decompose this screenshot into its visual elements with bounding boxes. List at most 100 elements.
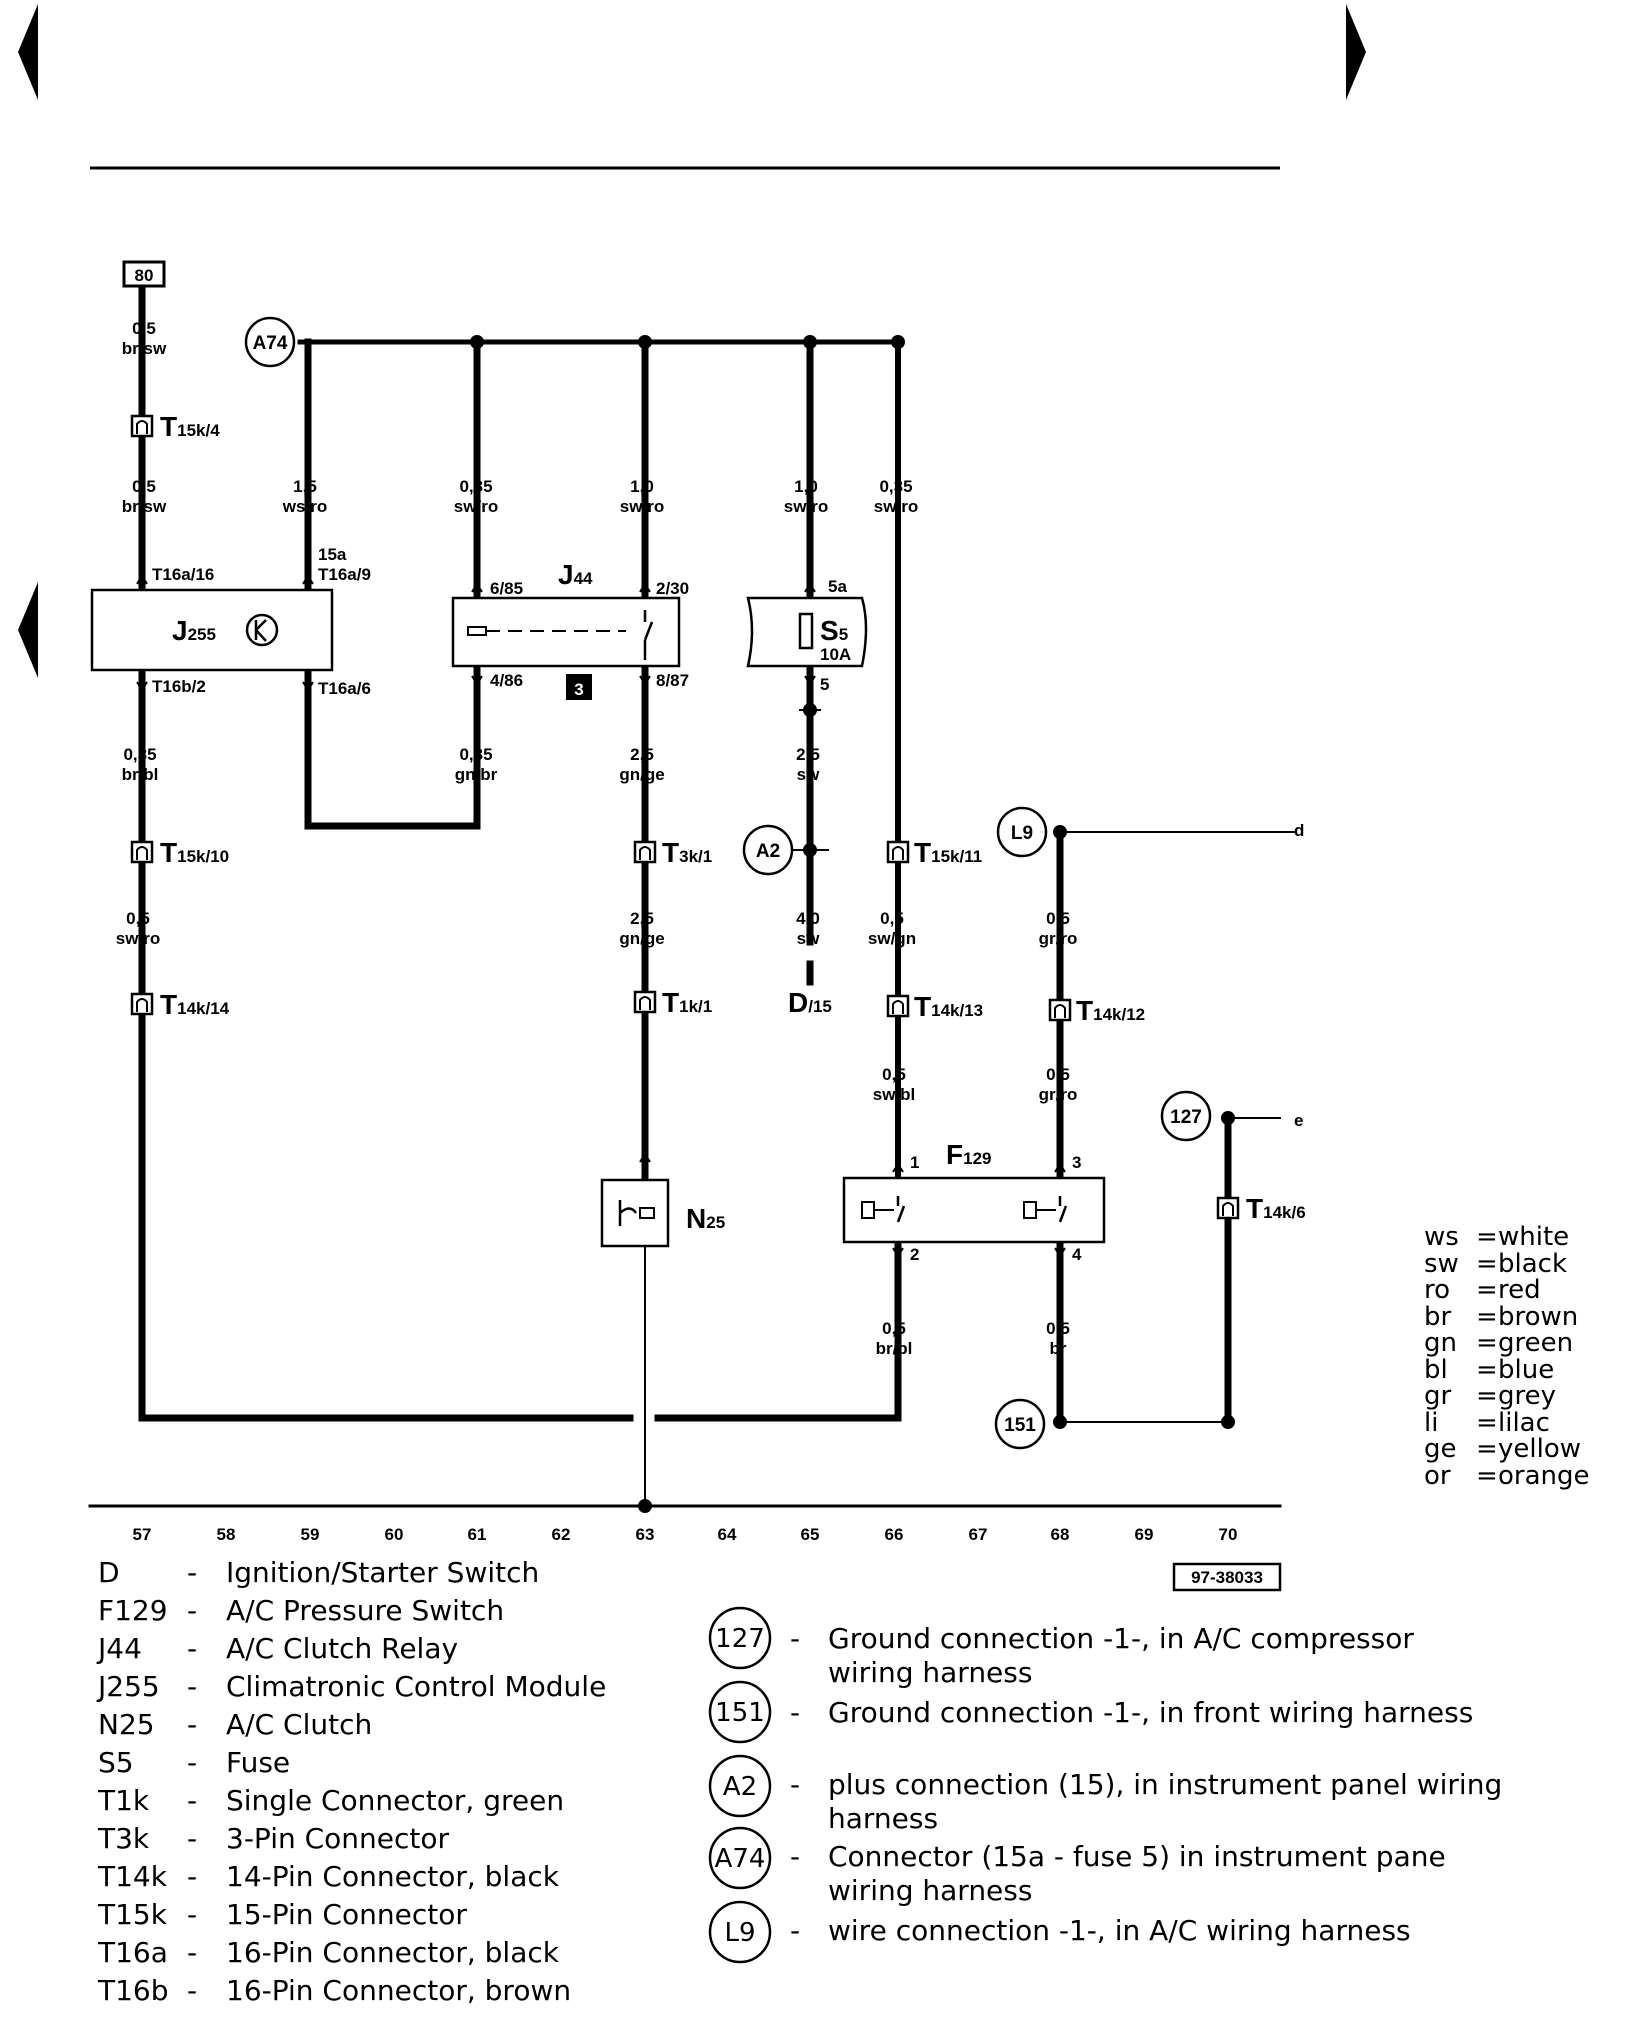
component-description: A/C Clutch [226,1708,373,1741]
svg-text:sw/ro: sw/ro [116,929,160,948]
svg-text:70: 70 [1219,1525,1238,1544]
svg-text:0,5: 0,5 [880,909,904,928]
color-code: gn [1424,1328,1457,1358]
svg-text:0,5: 0,5 [1046,909,1070,928]
svg-text:A2: A2 [756,841,780,862]
component-j255: J255 [90,588,334,672]
component-legend-row: J44-A/C Clutch Relay [98,1632,458,1665]
component-legend-row: T14k-14-Pin Connector, black [98,1860,559,1893]
color-code: sw [1424,1248,1459,1279]
component-legend-row: T15k-15-Pin Connector [98,1898,467,1931]
component-legend-row: J255-Climatronic Control Module [98,1670,606,1703]
svg-text:Ground connection -1-, in fron: Ground connection -1-, in front wiring h… [828,1696,1473,1729]
svg-text:-: - [790,1768,800,1801]
component-description: Ignition/Starter Switch [226,1556,540,1589]
connector-t3k1: T3k/1 [633,837,712,868]
component-code: T1k [98,1784,150,1817]
component-code: T14k [98,1860,167,1893]
pin-t16a9: T16a/9 [318,565,371,584]
component-code: T16a [98,1936,168,1969]
equals-sign: = [1476,1434,1498,1464]
relay-position-number: 3 [574,680,583,699]
svg-text:N25: N25 [686,1203,725,1234]
svg-text:0,5: 0,5 [1046,1319,1070,1338]
node-127: 127 [1160,1090,1212,1142]
color-legend-row: bl= blue [1424,1355,1554,1385]
svg-text:61: 61 [468,1525,487,1544]
svg-text:0,35: 0,35 [459,745,492,764]
color-code: bl [1424,1354,1448,1385]
svg-text:2,5: 2,5 [630,909,654,928]
component-description: Fuse [226,1746,291,1779]
color-name: yellow [1498,1434,1582,1464]
svg-text:10A: 10A [820,645,851,664]
component-description: A/C Clutch Relay [226,1632,459,1665]
prev-section-arrow-icon[interactable] [18,582,38,678]
component-legend-row: T16a-16-Pin Connector, black [98,1936,559,1969]
component-legend-row: D-Ignition/Starter Switch [98,1556,539,1589]
svg-text:sw: sw [797,929,820,948]
component-description: 16-Pin Connector, black [226,1936,559,1969]
svg-text:gn/br: gn/br [455,765,498,784]
color-name: green [1498,1328,1574,1358]
svg-text:0,35: 0,35 [459,477,492,496]
color-name: black [1498,1248,1568,1279]
svg-text:59: 59 [301,1525,320,1544]
connection-legend: 127 151 A2 A74 L9 - Ground connection -1… [708,1606,1502,1964]
pin-f1: 1 [910,1153,919,1172]
component-n25-clutch: N25 [600,1178,725,1248]
color-legend-row: ws= white [1424,1222,1569,1252]
equals-sign: = [1476,1301,1498,1332]
svg-text:T15k/4: T15k/4 [160,411,220,442]
component-legend-row: N25-A/C Clutch [98,1708,372,1741]
connector-t15k10: T15k/10 [130,837,229,868]
component-code: T16b [98,1974,169,2007]
wires [88,286,1297,1508]
legend-dash: - [186,1556,198,1589]
pin-f4: 4 [1072,1245,1082,1264]
svg-text:T1k/1: T1k/1 [662,987,712,1018]
prev-page-arrow-icon[interactable] [18,4,38,100]
color-legend-row: gr= grey [1424,1381,1556,1411]
terminal-d15: D/15 [788,987,832,1018]
svg-text:-: - [790,1696,800,1729]
color-name: lilac [1498,1407,1550,1438]
svg-text:69: 69 [1135,1525,1154,1544]
svg-text:2,5: 2,5 [796,745,820,764]
relay-position-badge [566,674,592,700]
legend-dash: - [186,1822,198,1855]
svg-text:0,5: 0,5 [126,909,150,928]
svg-text:0,5: 0,5 [132,319,156,338]
color-legend-row: ge= yellow [1424,1434,1581,1464]
equals-sign: = [1476,1407,1498,1438]
legend-dash: - [186,1708,198,1741]
next-page-arrow-icon[interactable] [1346,4,1366,100]
svg-text:sw/ro: sw/ro [620,497,664,516]
color-name: orange [1498,1460,1590,1491]
color-legend-row: or = orange [1424,1461,1590,1491]
pin-15a: 15a [318,545,347,564]
equals-sign: = [1476,1381,1498,1411]
connector-t15k4: T15k/4 [130,411,220,442]
svg-text:58: 58 [217,1525,236,1544]
color-legend-row: gn= green [1424,1328,1573,1358]
pin-arrows [136,574,1066,1258]
svg-text:0,5: 0,5 [882,1319,906,1338]
equals-sign: = [1476,1275,1498,1305]
svg-text:gr/ro: gr/ro [1039,1085,1078,1104]
color-legend-row: li= lilac [1424,1408,1550,1438]
node-a2: A2 [742,824,794,876]
equals-sign: = [1476,1460,1498,1491]
svg-text:sw/gn: sw/gn [868,929,916,948]
svg-text:plus connection (15), in instr: plus connection (15), in instrument pane… [828,1768,1502,1801]
svg-text:68: 68 [1051,1525,1070,1544]
component-description: Climatronic Control Module [226,1670,607,1703]
color-code: or [1424,1460,1451,1491]
svg-text:151: 151 [1004,1415,1036,1436]
legend-dash: - [186,1936,198,1969]
color-name: grey [1498,1381,1557,1411]
svg-text:4,0: 4,0 [796,909,820,928]
svg-text:gr/ro: gr/ro [1039,929,1078,948]
connector-t15k11: T15k/11 [886,837,982,868]
climate-fan-icon [245,613,279,647]
